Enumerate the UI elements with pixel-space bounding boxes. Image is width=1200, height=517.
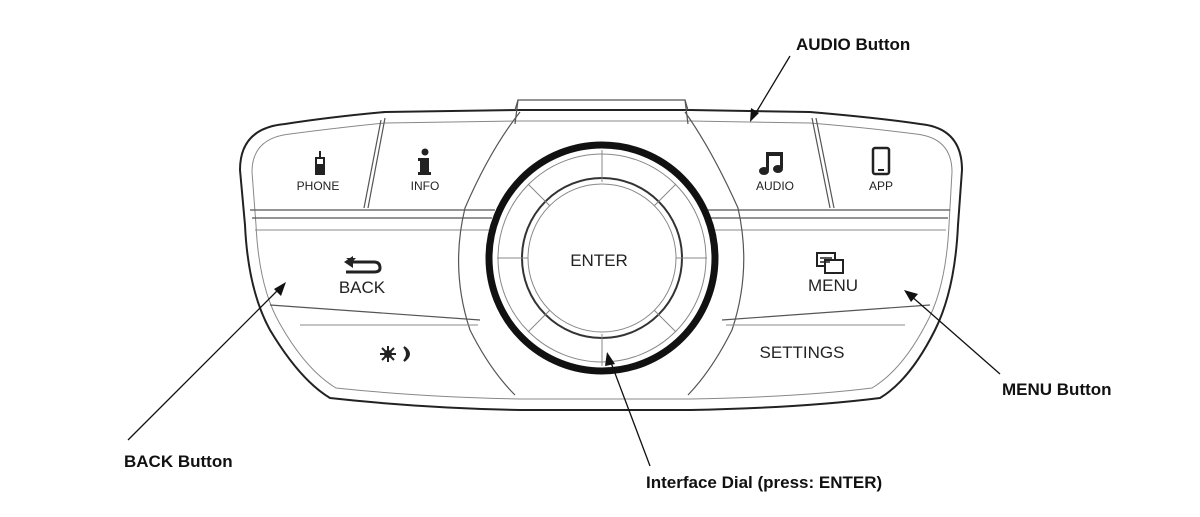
back-callout-label: BACK Button — [124, 452, 233, 471]
phone-button-label: PHONE — [297, 179, 340, 193]
panel-inner-rim — [251, 120, 953, 400]
callout-arrows — [127, 55, 1001, 467]
dial-callout-arrow — [605, 352, 651, 467]
back-button[interactable]: BACK — [260, 232, 480, 320]
top-center-strip — [514, 99, 689, 111]
audio-callout-label: AUDIO Button — [796, 35, 910, 54]
control-panel: ENTER PHONE INFO — [238, 99, 964, 411]
menu-callout-arrow — [904, 290, 1001, 375]
panel-outline — [238, 109, 964, 411]
audio-button[interactable]: AUDIO — [715, 122, 815, 208]
enter-button-label[interactable]: ENTER — [570, 251, 628, 270]
mobile-phone-icon — [315, 151, 325, 175]
music-note-icon — [759, 152, 783, 175]
app-button[interactable]: APP — [835, 130, 945, 208]
menu-button-label: MENU — [808, 276, 858, 295]
settings-button-label: SETTINGS — [759, 343, 844, 362]
day-night-button[interactable] — [300, 328, 478, 388]
sun-moon-icon — [380, 346, 410, 362]
menu-screens-icon — [816, 252, 844, 274]
dial-bezel — [457, 111, 521, 396]
return-arrow-icon — [344, 256, 382, 274]
settings-button[interactable]: SETTINGS — [726, 328, 904, 388]
interface-dial[interactable] — [485, 141, 719, 375]
info-icon — [418, 148, 431, 175]
audio-callout-arrow — [750, 55, 791, 122]
audio-button-label: AUDIO — [756, 179, 794, 193]
smartphone-icon — [871, 146, 891, 176]
dial-callout-label: Interface Dial (press: ENTER) — [646, 473, 882, 492]
app-button-label: APP — [869, 179, 893, 193]
phone-button[interactable]: PHONE — [255, 130, 365, 208]
menu-button[interactable]: MENU — [722, 232, 944, 320]
back-button-label: BACK — [339, 278, 386, 297]
back-callout-arrow — [127, 282, 286, 441]
menu-callout-label: MENU Button — [1002, 380, 1112, 399]
info-button[interactable]: INFO — [372, 122, 482, 208]
info-button-label: INFO — [411, 179, 440, 193]
